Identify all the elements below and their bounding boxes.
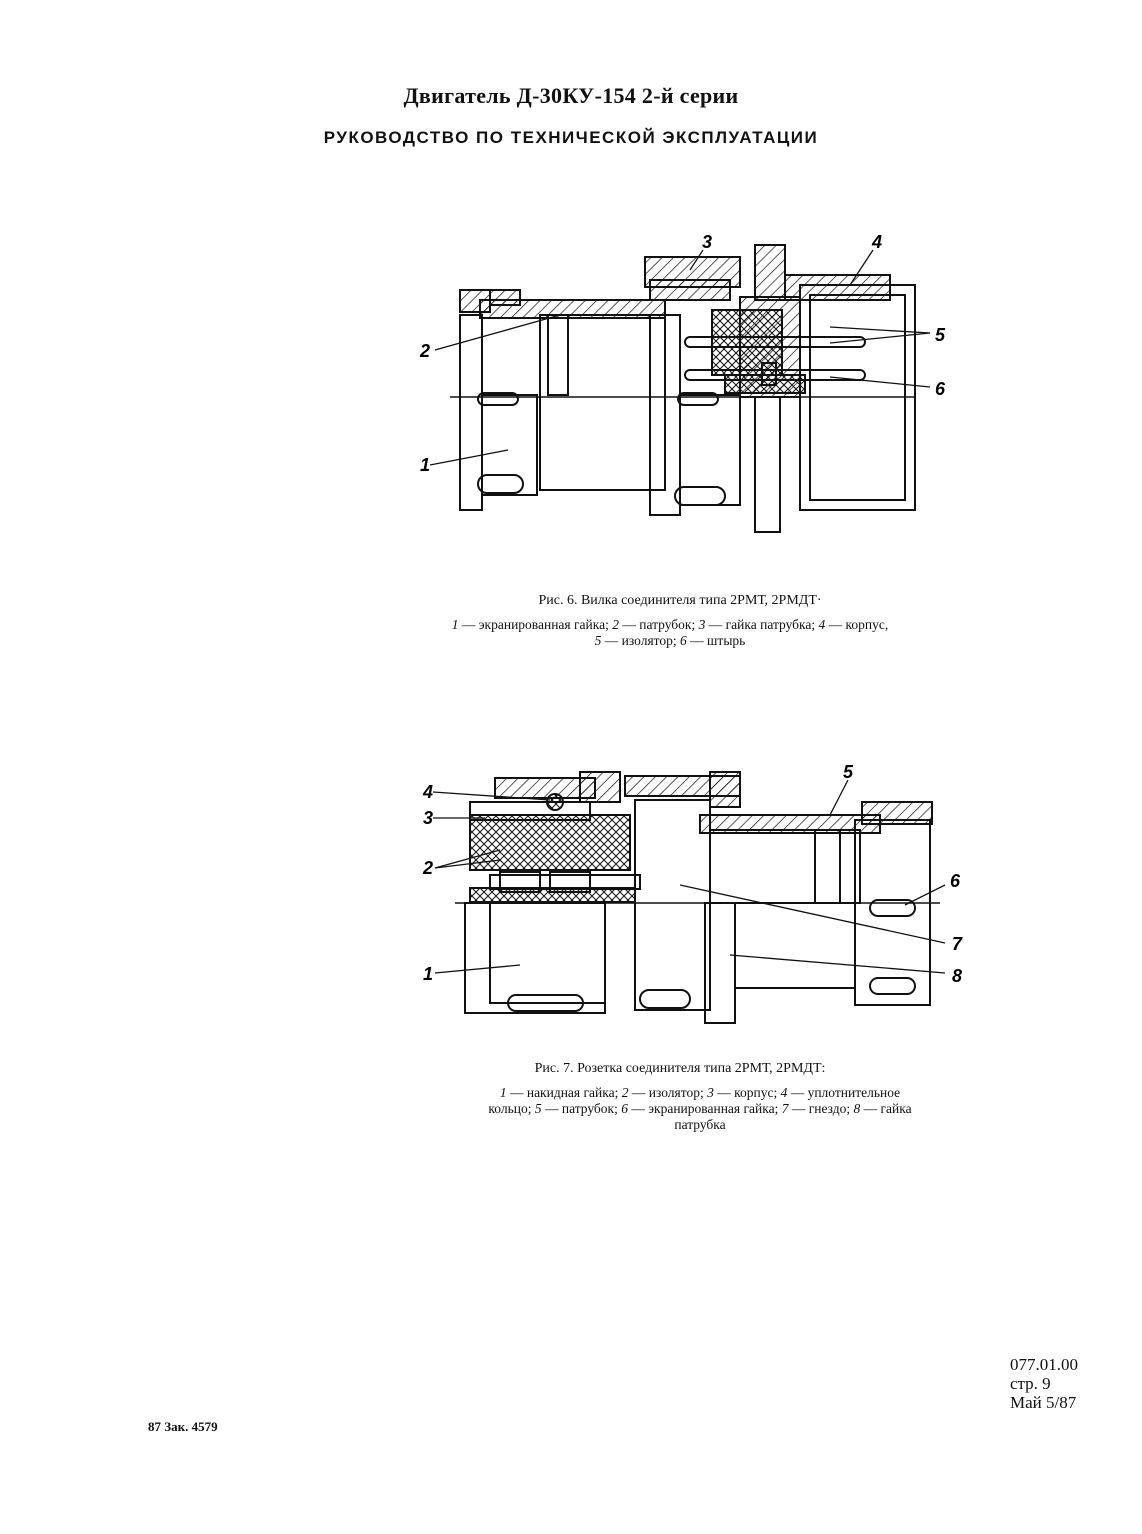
legend-text: — корпус, (825, 617, 889, 632)
legend-num: 3 (698, 617, 706, 632)
legend-text: — гайка (860, 1101, 912, 1116)
legend-text: — изолятор; (628, 1085, 708, 1100)
legend-num: 4 (780, 1085, 788, 1100)
fig6-callout-2: 2 (419, 341, 430, 361)
legend-num: 2 (612, 617, 619, 632)
figure-7-caption: Рис. 7. Розетка соединителя типа 2РМТ, 2… (534, 1061, 826, 1076)
fig7-callout-6: 6 (950, 871, 961, 891)
fig7-callout-4: 4 (422, 782, 433, 802)
legend-text: — патрубок; (618, 617, 699, 632)
legend-num: 5 (534, 1101, 542, 1116)
figure-6-drawing: 1 2 3 4 5 6 (419, 232, 946, 533)
order-number: 87 Зак. 4579 (148, 1419, 218, 1434)
legend-num: 1 (451, 617, 459, 632)
legend-num: 4 (818, 617, 826, 632)
legend-num: 7 (781, 1101, 789, 1116)
legend-text: — гайка патрубка; (705, 617, 819, 632)
legend-num: 1 (499, 1085, 507, 1100)
legend-text: — экранированная гайка; (627, 1101, 782, 1116)
legend-num: 8 (853, 1101, 861, 1116)
figure-7-drawing: 4 3 2 1 5 6 7 8 (422, 762, 963, 1024)
legend-num: 5 (594, 633, 602, 648)
page-reference: 077.01.00 стр. 9 Май 5/87 (1010, 1355, 1078, 1412)
document-title: Двигатель Д-30КУ-154 2-й серии (403, 83, 739, 108)
legend-text: — корпус; (713, 1085, 781, 1100)
legend-num: 6 (621, 1101, 628, 1116)
legend-text: — патрубок; (541, 1101, 622, 1116)
legend-num: 2 (621, 1085, 629, 1100)
revision-date: Май 5/87 (1010, 1393, 1077, 1412)
document-subtitle: РУКОВОДСТВО ПО ТЕХНИЧЕСКОЙ ЭКСПЛУАТАЦИИ (323, 128, 819, 147)
fig6-callout-3: 3 (702, 232, 712, 252)
legend-text: — накидная гайка; (506, 1085, 622, 1100)
legend-text: — гнездо; (788, 1101, 854, 1116)
fig6-callout-5: 5 (935, 325, 946, 345)
page-number: стр. 9 (1010, 1374, 1051, 1393)
legend-text: — уплотнительное (787, 1085, 901, 1100)
fig7-callout-2: 2 (422, 858, 433, 878)
fig6-callout-4: 4 (871, 232, 882, 252)
fig7-callout-7: 7 (952, 934, 963, 954)
legend-text: — экранированная гайка; (458, 617, 613, 632)
fig6-callout-6: 6 (935, 379, 946, 399)
fig7-callout-5: 5 (843, 762, 854, 782)
legend-num: 6 (680, 633, 687, 648)
figure-7-legend: 1 — накидная гайка; 2 — изолятор; 3 — ко… (410, 1085, 990, 1133)
legend-text: кольцо; (488, 1101, 535, 1116)
fig7-callout-8: 8 (952, 966, 962, 986)
legend-text: — штырь (686, 633, 746, 648)
fig7-callout-3: 3 (423, 808, 433, 828)
legend-num: 3 (707, 1085, 714, 1100)
legend-text: — изолятор; (601, 633, 681, 648)
fig7-callout-1: 1 (423, 964, 433, 984)
legend-text: патрубка (674, 1117, 726, 1132)
figure-6-legend: 1 — экранированная гайка; 2 — патрубок; … (380, 617, 960, 649)
fig6-callout-1: 1 (420, 455, 430, 475)
doc-number: 077.01.00 (1010, 1355, 1078, 1374)
figure-6-caption: Рис. 6. Вилка соединителя типа 2РМТ, 2РМ… (538, 593, 822, 608)
